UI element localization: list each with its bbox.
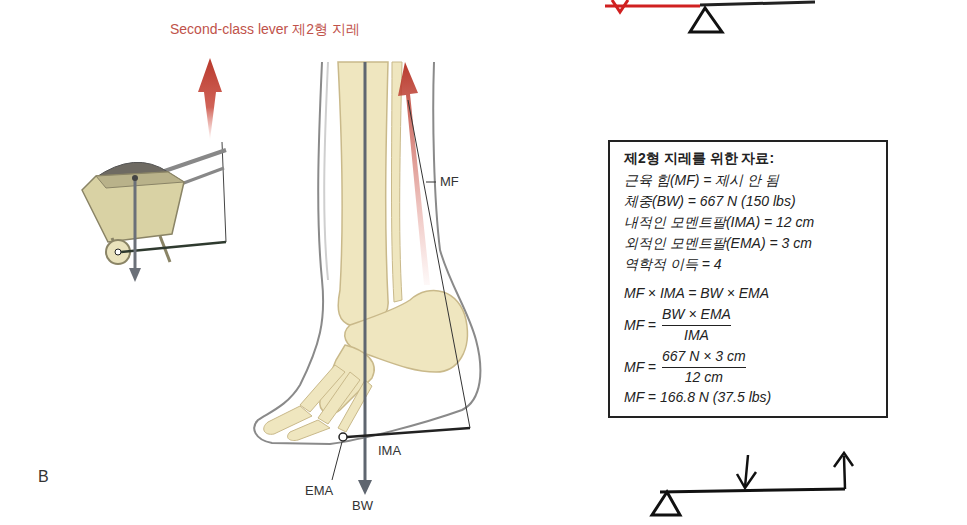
formula-line: 근육 힘(MF) = 제시 안 됨 (624, 172, 779, 189)
leg-foot (254, 62, 480, 495)
formula-line: 역학적 이득 = 4 (624, 256, 722, 273)
force-label: BW (352, 498, 373, 514)
formula-line: 내적인 모멘트팔(IMA) = 12 cm (624, 214, 814, 231)
formula-line: MF = 166.8 N (37.5 lbs) (624, 389, 771, 406)
formula-line: IMA (684, 327, 709, 344)
data-box: 제2형 지레를 위한 자료: 근육 힘(MF) = 제시 안 됨체중(BW) = … (608, 140, 888, 418)
lever-sketch-top (605, 0, 815, 32)
force-label: MF (440, 174, 459, 190)
formula-line: MF = (624, 317, 656, 334)
moment-arm-label: EMA (305, 483, 333, 499)
panel-letter: B (38, 467, 49, 486)
moment-arm-label: IMA (378, 443, 401, 459)
formula-line: 12 cm (685, 369, 723, 386)
lever-title: Second-class lever 제2형 지레 (170, 21, 360, 38)
box-heading: 제2형 지레를 위한 자료: (624, 150, 774, 167)
fraction-bar (662, 367, 746, 368)
formula-line: 외적인 모멘트팔(EMA) = 3 cm (624, 235, 812, 252)
lever-sketch-bottom (652, 453, 853, 515)
formula-line: 체중(BW) = 667 N (150 lbs) (624, 193, 796, 210)
formula-line: MF = (624, 359, 656, 376)
formula-line: 667 N × 3 cm (662, 348, 746, 365)
formula-line: BW × EMA (662, 306, 731, 323)
wheelbarrow (82, 58, 226, 282)
fraction-bar (662, 325, 731, 326)
formula-line: MF × IMA = BW × EMA (624, 285, 769, 302)
